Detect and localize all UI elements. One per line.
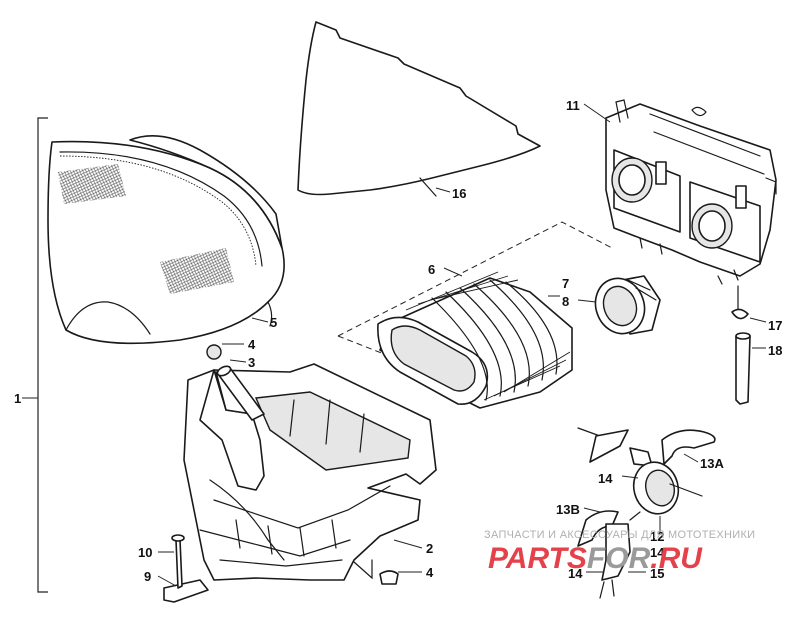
callout-3: 3: [248, 355, 255, 370]
callout-10: 10: [138, 545, 152, 560]
mount-bracket: [157, 534, 209, 603]
callout-13a: 13A: [700, 456, 724, 471]
callout-14-b: 14: [650, 545, 665, 560]
callout-14-c: 14: [568, 566, 583, 581]
callout-7: 7: [562, 276, 569, 291]
callout-labels: 1 5 4 3 16 6 7 8 11 17 18 13A 14 13B 12 …: [14, 98, 782, 584]
grommet-bottom: [379, 570, 422, 585]
watermark-logo-parts: PARTS: [488, 542, 587, 575]
carburetor-adapter: [577, 275, 661, 335]
carburetor-assembly: [583, 99, 777, 285]
callout-15: 15: [650, 566, 664, 581]
watermark-logo-ru: .RU: [650, 542, 703, 575]
intake-tube: [216, 359, 265, 421]
watermark-logo-for: FOR: [587, 542, 651, 575]
intake-bellows-boot: [377, 271, 573, 409]
callout-13b: 13B: [556, 502, 580, 517]
leader-lines: [251, 187, 451, 323]
callout-12: 12: [650, 529, 664, 544]
callout-17: 17: [768, 318, 782, 333]
watermark-tagline: ЗАПЧАСТИ И АКСЕССУАРЫ ДЛЯ МОТОТЕХНИКИ: [484, 529, 755, 541]
fuel-pump-assembly: [577, 427, 716, 599]
watermark-logo: PARTSFOR.RU: [488, 542, 703, 575]
watermark: ЗАПЧАСТИ И АКСЕССУАРЫ ДЛЯ МОТОТЕХНИКИ PA…: [484, 529, 755, 575]
airbox-base: [183, 363, 437, 581]
airbox-lid: [47, 134, 285, 345]
callout-1: 1: [14, 391, 21, 406]
assembly-bracket-1: [22, 117, 48, 593]
callout-5: 5: [270, 315, 277, 330]
callout-8: 8: [562, 294, 569, 309]
callout-4-top: 4: [248, 337, 256, 352]
callout-16: 16: [452, 186, 466, 201]
callout-18: 18: [768, 343, 782, 358]
callout-11: 11: [566, 98, 580, 113]
filter-sheet: [297, 21, 541, 197]
callout-6: 6: [428, 262, 435, 277]
callout-9: 9: [144, 569, 151, 584]
callout-4-bottom: 4: [426, 565, 434, 580]
callout-2: 2: [426, 541, 433, 556]
grommet-top: [206, 343, 244, 360]
callout-14-a: 14: [598, 471, 613, 486]
vent-hose: [731, 285, 767, 405]
